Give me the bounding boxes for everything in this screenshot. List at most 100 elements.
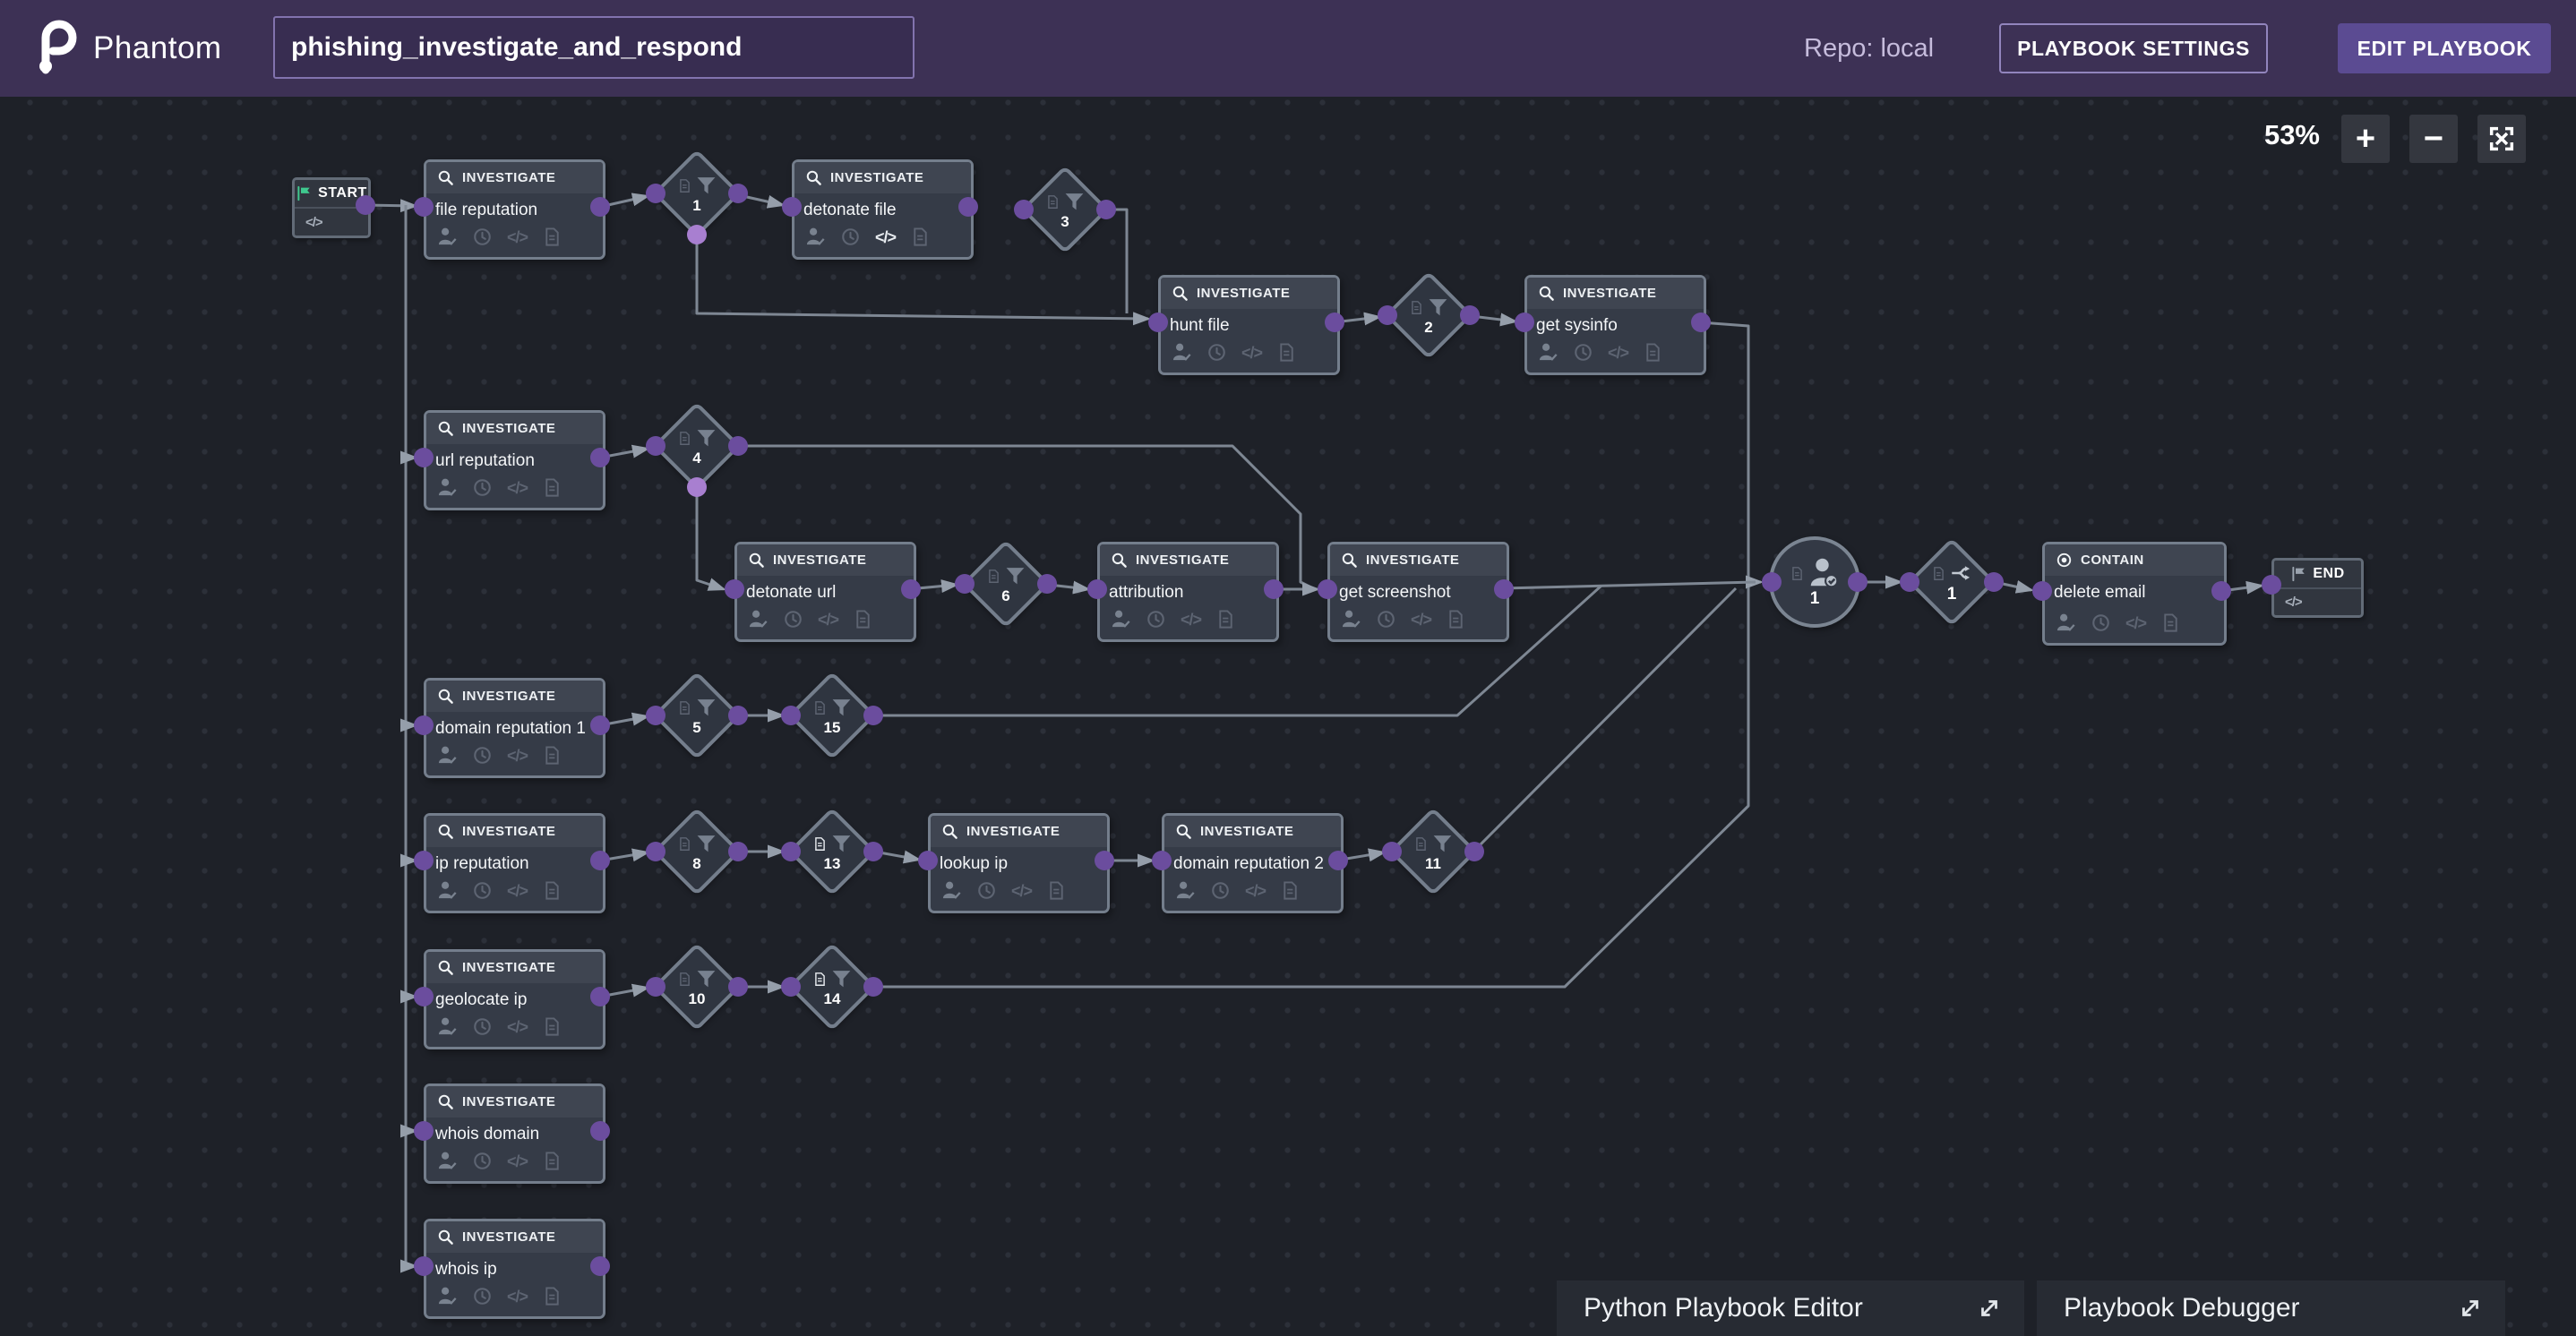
node-category-header: INVESTIGATE [1161,278,1337,309]
user-icon [805,227,826,247]
action-node-get_screenshot[interactable]: INVESTIGATE get screenshot </> [1327,542,1509,642]
funnel-icon [695,833,717,855]
expand-icon[interactable] [2457,1295,2484,1322]
search-icon [437,420,454,437]
node-title: whois domain [435,1125,540,1143]
code-icon: </> [1011,881,1033,900]
clock-icon [2091,612,2111,633]
clock-icon [472,880,493,901]
action-node-url_reputation[interactable]: INVESTIGATE url reputation </> [424,410,605,510]
action-node-domain_reputation_1[interactable]: INVESTIGATE domain reputation 1 </> [424,678,605,778]
action-node-whois_domain[interactable]: INVESTIGATE whois domain </> [424,1083,605,1184]
decision-node-6[interactable]: 6 [961,539,1051,629]
node-status-icons: </> [426,1016,603,1047]
code-icon: </> [507,478,528,497]
node-category: INVESTIGATE [1197,286,1291,301]
node-category-header: INVESTIGATE [931,816,1107,847]
node-category: INVESTIGATE [966,824,1060,839]
action-node-file_reputation[interactable]: INVESTIGATE file reputation </> [424,159,605,260]
node-category: INVESTIGATE [462,1229,556,1245]
action-node-attribution[interactable]: INVESTIGATE attribution </> [1097,542,1279,642]
branch-node[interactable]: 1 [1907,537,1996,627]
decision-node-1[interactable]: 1 [652,149,742,238]
flag-icon [296,185,312,201]
decision-node-5[interactable]: 5 [652,671,742,760]
node-title: detonate file [803,201,897,219]
node-category-header: INVESTIGATE [426,1221,603,1253]
node-category-header: INVESTIGATE [1164,816,1341,847]
decision-node-8[interactable]: 8 [652,807,742,896]
node-title: domain reputation 2 [1173,854,1324,873]
action-node-detonate_file[interactable]: INVESTIGATE detonate file </> [792,159,974,260]
start-node[interactable]: START </> [292,177,371,238]
node-title: ip reputation [435,854,529,873]
clock-icon [472,745,493,766]
code-icon: </> [507,1017,528,1036]
decision-node-13[interactable]: 13 [787,807,877,896]
zoom-out-button[interactable]: − [2409,115,2458,163]
action-node-whois_ip[interactable]: INVESTIGATE whois ip </> [424,1219,605,1319]
action-node-detonate_url[interactable]: INVESTIGATE detonate url </> [734,542,916,642]
playbook-canvas[interactable]: INVESTIGATE file reputation </> INVESTIG… [0,97,2576,1336]
user-icon [1175,880,1196,901]
playbook-settings-button[interactable]: PLAYBOOK SETTINGS [1999,23,2268,73]
fit-to-screen-button[interactable] [2477,115,2526,163]
playbook-debugger-panel[interactable]: Playbook Debugger [2037,1280,2505,1336]
decision-node-10[interactable]: 10 [652,942,742,1032]
node-status-icons: </> [426,227,603,257]
action-node-domain_reputation_2[interactable]: INVESTIGATE domain reputation 2 </> [1162,813,1344,913]
funnel-icon [830,833,853,855]
code-icon: </> [305,214,323,230]
search-icon [437,1229,454,1246]
decision-node-3[interactable]: 3 [1020,165,1110,254]
doc-icon [1276,342,1297,363]
expand-icon[interactable] [1976,1295,2003,1322]
doc-icon [542,1151,562,1171]
doc-icon [1045,194,1060,210]
action-node-get_sysinfo[interactable]: INVESTIGATE get sysinfo </> [1524,275,1706,375]
code-icon: </> [2125,613,2147,632]
decision-node-11[interactable]: 11 [1388,807,1478,896]
action-node-ip_reputation[interactable]: INVESTIGATE ip reputation </> [424,813,605,913]
action-node-geolocate_ip[interactable]: INVESTIGATE geolocate ip </> [424,949,605,1049]
node-category-header: INVESTIGATE [1100,544,1276,576]
node-title: attribution [1109,583,1184,602]
decision-node-4[interactable]: 4 [652,401,742,491]
node-status-icons: </> [1527,342,1704,373]
user-icon [1172,342,1192,363]
funnel-icon [1004,565,1026,587]
action-node-lookup_ip[interactable]: INVESTIGATE lookup ip </> [928,813,1110,913]
node-status-icons: </> [1161,342,1337,373]
search-icon [437,1093,454,1110]
phantom-logo-icon[interactable] [33,20,83,75]
decision-node-2[interactable]: 2 [1384,270,1473,360]
decision-number: 1 [692,196,701,214]
node-title: whois ip [435,1260,497,1279]
user-icon [2056,612,2076,633]
decision-number: 11 [1425,854,1441,872]
clock-icon [1146,609,1166,629]
doc-icon [1446,609,1466,629]
action-node-delete_email[interactable]: CONTAIN delete email </> [2042,542,2227,646]
decision-number: 8 [692,854,701,872]
search-icon [805,169,822,186]
node-title: lookup ip [940,854,1009,873]
doc-icon [1643,342,1663,363]
panel-title: Python Playbook Editor [1584,1293,1863,1323]
prompt-node[interactable]: 1 [1769,536,1860,628]
node-category: INVESTIGATE [830,170,924,185]
action-node-hunt_file[interactable]: INVESTIGATE hunt file </> [1158,275,1340,375]
decision-node-15[interactable]: 15 [787,671,877,760]
node-title: delete email [2054,583,2146,602]
user-icon [1341,609,1361,629]
end-node[interactable]: END </> [2271,558,2364,618]
python-playbook-editor-panel[interactable]: Python Playbook Editor [1557,1280,2024,1336]
zoom-in-button[interactable]: + [2341,115,2390,163]
flag-icon [2290,566,2306,582]
playbook-name-input[interactable] [273,16,914,79]
node-category-header: INVESTIGATE [426,1086,603,1118]
node-category-header: INVESTIGATE [426,681,603,712]
doc-icon [1215,609,1236,629]
decision-node-14[interactable]: 14 [787,942,877,1032]
edit-playbook-button[interactable]: EDIT PLAYBOOK [2338,23,2551,73]
